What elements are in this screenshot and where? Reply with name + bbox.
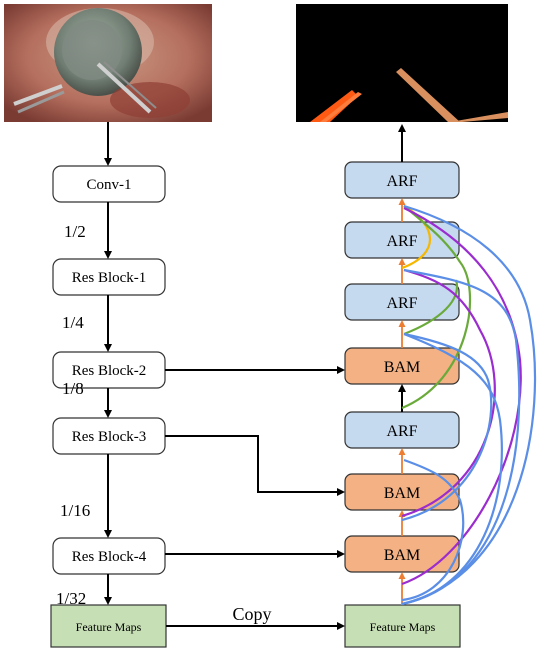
decoder-feature-maps: Feature Maps <box>344 604 461 648</box>
connections <box>104 122 406 630</box>
decoder-block-label: ARF <box>386 295 417 312</box>
mask-background <box>296 4 508 122</box>
encoder-block-label: Res Block-1 <box>72 270 147 286</box>
arc-blue <box>401 332 503 606</box>
decoder-block-label: BAM <box>384 485 420 502</box>
encoder-block-label: Res Block-4 <box>72 549 147 565</box>
encoder-feature-maps: Feature Maps <box>50 604 167 648</box>
decoder-block-arf: ARF <box>344 411 460 449</box>
decoder: ARF ARF ARF BAM ARF BAM BAM Feature Maps <box>344 161 461 648</box>
decoder-block-label: BAM <box>384 359 420 376</box>
decoder-block-arf: ARF <box>344 161 460 199</box>
decoder-block-label: ARF <box>386 423 417 440</box>
encoder-block-label: Res Block-3 <box>72 429 147 445</box>
encoder-block: Res Block-3 <box>52 417 166 455</box>
encoder-block-label: Conv-1 <box>87 177 132 193</box>
encoder-block: Res Block-2 <box>52 351 166 389</box>
scale-label: 1/16 <box>60 501 90 520</box>
arc-blue <box>401 268 521 606</box>
encoder-feature-maps-label: Feature Maps <box>76 620 142 634</box>
input-surgical-image <box>4 4 212 122</box>
arc-blue <box>401 332 493 522</box>
instrument-left <box>310 90 358 122</box>
encoder-block: Conv-1 <box>52 165 166 203</box>
instrument-right <box>396 68 460 122</box>
output-segmentation-mask <box>296 4 508 122</box>
arc-blue <box>401 204 537 606</box>
scale-label: 1/32 <box>56 589 86 608</box>
arc-purple <box>401 268 496 518</box>
arc-purple <box>401 207 522 586</box>
scale-label: 1/4 <box>62 313 84 332</box>
copy-label: Copy <box>232 604 271 624</box>
arc-blue <box>401 458 465 602</box>
decoder-block-arf: ARF <box>344 221 460 259</box>
decoder-block-bam: BAM <box>344 347 460 385</box>
arc-green <box>403 279 459 336</box>
scale-label: 1/8 <box>62 379 84 398</box>
encoder-block: Res Block-1 <box>52 258 166 296</box>
decoder-block-label: BAM <box>384 547 420 564</box>
skip-arrow <box>165 435 345 496</box>
decoder-block-label: ARF <box>386 233 417 250</box>
encoder-block-label: Res Block-2 <box>72 363 147 379</box>
decoder-block-bam: BAM <box>344 473 460 511</box>
scale-label: 1/2 <box>64 222 86 241</box>
arc-green <box>401 205 472 410</box>
decoder-block-label: ARF <box>386 173 417 190</box>
attention-arcs <box>401 204 537 606</box>
encoder-block: Res Block-4 <box>52 537 166 575</box>
decoder-block-bam: BAM <box>344 535 460 573</box>
decoder-block-arf: ARF <box>344 283 460 321</box>
decoder-feature-maps-label: Feature Maps <box>370 620 436 634</box>
